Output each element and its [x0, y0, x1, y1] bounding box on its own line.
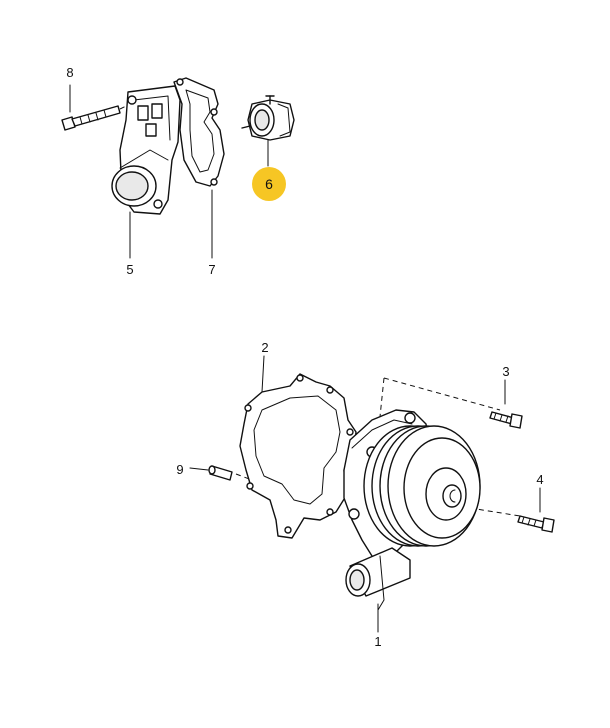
callout-6: 6 — [265, 176, 273, 192]
callout-8: 8 — [66, 65, 73, 80]
highlight-circle — [252, 167, 286, 201]
callout-5: 5 — [126, 262, 133, 277]
gasket-part-7[interactable] — [173, 77, 225, 259]
callout-4: 4 — [536, 472, 543, 487]
dowel-pin-part-9[interactable] — [189, 465, 233, 481]
highlight-marker-6[interactable]: 6 — [252, 167, 286, 201]
bolt-part-4[interactable] — [517, 487, 555, 533]
thermostat-housing-part-5[interactable] — [111, 85, 181, 259]
callout-9: 9 — [176, 462, 183, 477]
thermostat-part-6[interactable] — [241, 95, 295, 167]
water-pump-part-1[interactable] — [343, 409, 481, 633]
callout-3: 3 — [502, 364, 509, 379]
bolt-part-3[interactable] — [489, 379, 523, 429]
callout-1: 1 — [374, 634, 381, 649]
bolt-part-8[interactable] — [61, 84, 131, 131]
callout-7: 7 — [208, 262, 215, 277]
callout-2: 2 — [261, 340, 268, 355]
pump-gasket-part-2[interactable] — [239, 355, 357, 539]
